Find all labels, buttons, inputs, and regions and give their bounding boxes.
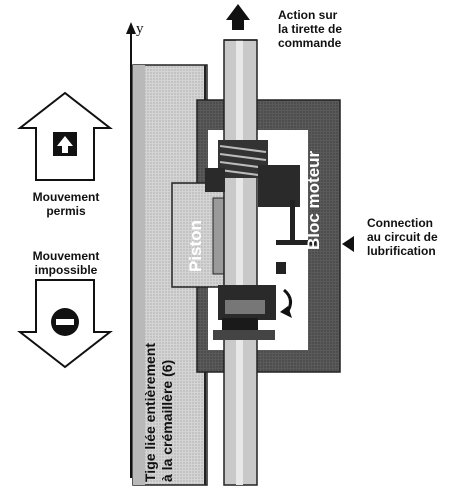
connection-label-line-1: Connection — [367, 216, 433, 230]
piston-label: Piston — [186, 220, 205, 272]
lower-collar — [213, 330, 275, 340]
action-label-line-3: commande — [278, 36, 342, 50]
bloc-moteur-label: Bloc moteur — [304, 150, 323, 250]
lower-valve-ring — [225, 300, 265, 314]
y-axis-label: y — [136, 21, 144, 37]
connection-label-line-2: au circuit de — [367, 230, 438, 244]
mouvement-impossible-label: Mouvement impossible — [16, 249, 116, 277]
action-label-line-1: Action sur — [278, 8, 338, 22]
mouvement-permis-symbol — [17, 91, 113, 181]
action-label: Action sur la tirette de commande — [278, 8, 342, 50]
mouvement-impossible-line-2: impossible — [34, 263, 98, 277]
action-arrow — [226, 4, 250, 30]
connection-label-line-3: lubrification — [367, 244, 436, 258]
connection-arrow — [342, 236, 354, 252]
tige-label-line-1: Tige liée entièrement — [142, 342, 158, 482]
mouvement-impossible-symbol — [17, 279, 113, 369]
mouvement-impossible-line-1: Mouvement — [32, 249, 100, 263]
y-axis — [126, 22, 136, 478]
mouvement-permis-line-1: Mouvement — [32, 190, 100, 204]
action-label-line-2: la tirette de — [278, 22, 343, 36]
mouvement-permis-line-2: permis — [46, 204, 86, 218]
tige-label-line-2: à la crémaillère (6) — [159, 359, 175, 482]
upper-valve-left — [205, 168, 225, 192]
tige-label: Tige liée entièrement à la crémaillère (… — [142, 343, 176, 482]
control-rod-highlight — [236, 40, 243, 485]
connection-label: Connection au circuit de lubrification — [367, 216, 438, 258]
rack-rod-shade — [133, 65, 145, 485]
mouvement-permis-label: Mouvement permis — [16, 190, 116, 218]
lubrication-channels — [276, 200, 316, 274]
lower-seal — [222, 318, 258, 330]
